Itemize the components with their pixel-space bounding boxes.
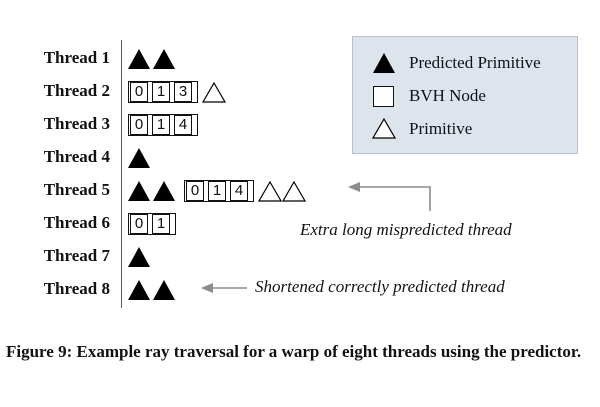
bvh-node: 1 — [152, 82, 170, 102]
thread-label: Thread 3 — [43, 114, 110, 133]
bvh-node: 3 — [174, 82, 192, 102]
annotation-shortened: Shortened correctly predicted thread — [255, 277, 505, 296]
figure-caption: Figure 9: Example ray traversal for a wa… — [6, 342, 582, 361]
bvh-node: 4 — [230, 181, 248, 201]
bvh-node: 0 — [130, 115, 148, 135]
primitive-icon — [202, 82, 226, 103]
bvh-node: 4 — [174, 115, 192, 135]
filled-triangle-icon — [373, 53, 395, 73]
thread-label: Thread 4 — [43, 147, 110, 166]
square-icon — [373, 86, 394, 107]
legend: Predicted Primitive BVH Node Primitive — [352, 36, 578, 154]
mispredicted-arrow — [348, 182, 431, 211]
thread-label: Thread 2 — [43, 81, 110, 100]
predicted-primitive-icon — [153, 280, 175, 300]
predicted-primitive-icon — [128, 148, 150, 168]
predicted-primitive-icon — [153, 181, 175, 201]
legend-label-predicted: Predicted Primitive — [409, 53, 541, 72]
outline-triangle-icon — [372, 118, 396, 139]
predicted-primitive-icon — [128, 280, 150, 300]
bvh-node: 0 — [186, 181, 204, 201]
predicted-primitive-icon — [128, 49, 150, 69]
bvh-node: 1 — [152, 115, 170, 135]
bvh-node: 1 — [208, 181, 226, 201]
bvh-node: 0 — [130, 82, 148, 102]
thread-label: Thread 8 — [43, 279, 110, 298]
bvh-node: 0 — [130, 214, 148, 234]
axis-line — [121, 40, 122, 308]
predicted-primitive-icon — [128, 181, 150, 201]
thread-label: Thread 7 — [43, 246, 110, 265]
bvh-node: 1 — [152, 214, 170, 234]
thread-label: Thread 5 — [43, 180, 110, 199]
annotation-mispredicted: Extra long mispredicted thread — [300, 220, 512, 239]
primitive-icon — [282, 181, 306, 202]
predicted-primitive-icon — [128, 247, 150, 267]
primitive-icon — [258, 181, 282, 202]
legend-label-bvh: BVH Node — [409, 86, 486, 105]
shortened-arrow — [201, 283, 247, 293]
thread-label: Thread 1 — [43, 48, 110, 67]
predicted-primitive-icon — [153, 49, 175, 69]
legend-label-primitive: Primitive — [409, 119, 473, 138]
thread-label: Thread 6 — [43, 213, 110, 232]
